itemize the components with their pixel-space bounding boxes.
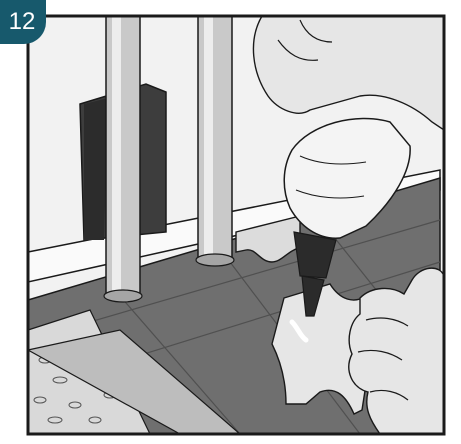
pipe-left-base <box>104 290 142 302</box>
step-number-badge: 12 <box>0 0 46 44</box>
pipe-right <box>198 16 232 262</box>
pipe-right-highlight <box>204 16 213 262</box>
pipe-left-highlight <box>112 16 121 298</box>
step-number: 12 <box>9 8 36 35</box>
pipe-right-base <box>196 254 234 266</box>
pipe-left <box>106 16 140 298</box>
wall-bracket-side <box>84 98 108 240</box>
